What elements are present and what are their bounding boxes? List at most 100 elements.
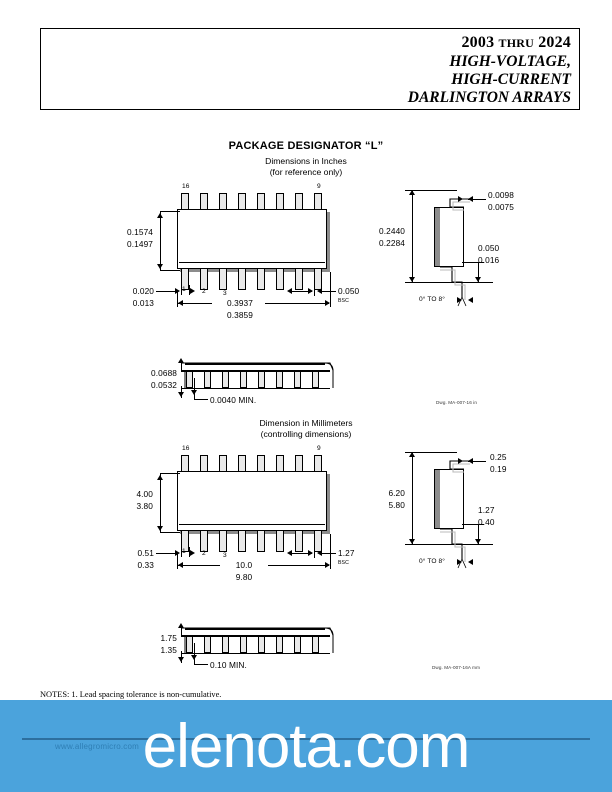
inch-body-width-max: 0.1574 [127, 227, 153, 237]
mm-foot-max: 1.27 [478, 505, 495, 515]
lead-pin [219, 530, 227, 552]
dim-arrow [457, 559, 462, 565]
dim-leader [194, 664, 208, 665]
inch-lead-thick-min: 0.0075 [488, 202, 514, 212]
profile-lead [312, 371, 319, 388]
dim-line [181, 360, 182, 372]
mm-profile-height-min: 1.35 [160, 645, 177, 655]
dim-leader [468, 461, 486, 462]
lead-pin [257, 530, 265, 552]
profile-lead [294, 371, 301, 388]
inch-side-height-min: 0.2284 [379, 238, 405, 248]
lead-pin [276, 268, 284, 290]
dim-arrow [157, 475, 163, 480]
profile-lead [204, 636, 211, 653]
dim-ext-line [160, 212, 161, 270]
dim-ext-line [160, 211, 180, 212]
dim-arrow [325, 300, 330, 306]
inch-caption-line2: (for reference only) [269, 167, 343, 177]
dim-leader [468, 199, 486, 200]
inch-lead-angle: 0° TO 8° [419, 296, 445, 303]
profile-top-edge [185, 363, 325, 365]
dim-leader [156, 291, 178, 292]
profile-lead [312, 636, 319, 653]
mm-profile-view: 1.75 1.35 0.10 MIN. Dwg. MA-007-16A mm [160, 623, 481, 670]
inch-pin-16-label: 16 [182, 183, 190, 190]
profile-lead [186, 371, 193, 388]
dim-arrow [409, 190, 415, 195]
dim-leader [156, 553, 178, 554]
dim-ext-line [330, 553, 331, 569]
dim-line [412, 190, 413, 282]
dim-arrow [409, 452, 415, 457]
mm-pitch-note: BSC [338, 560, 349, 566]
body-inner-line [179, 524, 325, 525]
dim-arrow [157, 213, 163, 218]
dim-arrow [178, 392, 184, 397]
dim-ext-line [160, 474, 161, 532]
profile-lead [186, 636, 193, 653]
inch-lead-thick-max: 0.0098 [488, 190, 514, 200]
mm-pin-1-label: 1 [182, 548, 186, 555]
inch-profile-view: 0.0688 0.0532 0.0040 MIN. Dwg. MA-007-16… [151, 358, 477, 405]
inch-pin-2-label: 2 [202, 288, 206, 295]
dim-ext-line [160, 270, 180, 271]
inch-profile-height-min: 0.0532 [151, 380, 177, 390]
note-item-1: 1. Lead spacing tolerance is non-cumulat… [71, 690, 222, 699]
dim-ext-line [330, 272, 331, 296]
profile-lead [222, 636, 229, 653]
dim-arrow [190, 550, 195, 556]
dim-line [478, 524, 479, 544]
mm-lead-thick-min: 0.19 [490, 464, 507, 474]
profile-end-curves [182, 362, 334, 388]
part-from: 2003 [461, 34, 495, 51]
dim-arrow [191, 655, 197, 660]
dim-arrow [178, 657, 184, 662]
dim-ext-line [160, 532, 180, 533]
inch-caption: Dimensions in Inches (for reference only… [0, 156, 612, 178]
dim-leader [194, 399, 208, 400]
inch-lead-width-max: 0.020 [132, 286, 154, 296]
dim-ext-line [314, 272, 315, 296]
dim-ext-line [330, 291, 331, 307]
inch-length-max: 0.3937 [227, 298, 253, 308]
dim-line [194, 378, 195, 396]
header-title-block: 2003 THRU 2024 HIGH-VOLTAGE, HIGH-CURREN… [408, 33, 571, 107]
mm-foot-min: 0.40 [478, 517, 495, 527]
mm-pin-9-label: 9 [317, 445, 321, 452]
profile-lead [222, 371, 229, 388]
lead-pin [238, 268, 246, 290]
mm-drawing-ref: Dwg. MA-007-16A mm [432, 665, 481, 670]
lead-pin [295, 530, 303, 552]
dim-ext-line [462, 262, 484, 263]
profile-lead [240, 636, 247, 653]
mm-standoff-min: 0.10 MIN. [210, 660, 247, 670]
dim-arrow [409, 277, 415, 282]
profile-body-line [182, 370, 330, 372]
dim-leader [290, 553, 312, 554]
mm-lead-thick-max: 0.25 [490, 452, 507, 462]
profile-body-line [182, 635, 330, 637]
package-body [177, 209, 327, 269]
dim-arrow [191, 390, 197, 395]
dim-ext-line [405, 282, 493, 283]
mm-length-max: 10.0 [235, 560, 253, 570]
dim-arrow [308, 550, 313, 556]
title-line-2: HIGH-VOLTAGE, [449, 53, 571, 70]
inch-pin-3-label: 3 [223, 290, 227, 297]
mm-pitch: 1.27 [338, 548, 355, 558]
lead-pin [200, 268, 208, 290]
dim-line [478, 262, 479, 282]
inch-body-width-min: 0.1497 [127, 239, 153, 249]
inch-pin-1-label: 1 [182, 286, 186, 293]
dim-line [178, 303, 212, 304]
mm-lead-width-min: 0.33 [137, 560, 154, 570]
header-box: 2003 THRU 2024 HIGH-VOLTAGE, HIGH-CURREN… [40, 28, 580, 110]
profile-base-line [182, 653, 330, 654]
dim-ext-line [189, 285, 190, 295]
dim-arrow [475, 277, 481, 282]
profile-base-line [182, 388, 330, 389]
profile-lead [240, 371, 247, 388]
profile-lead [204, 371, 211, 388]
dim-arrow [317, 288, 322, 294]
